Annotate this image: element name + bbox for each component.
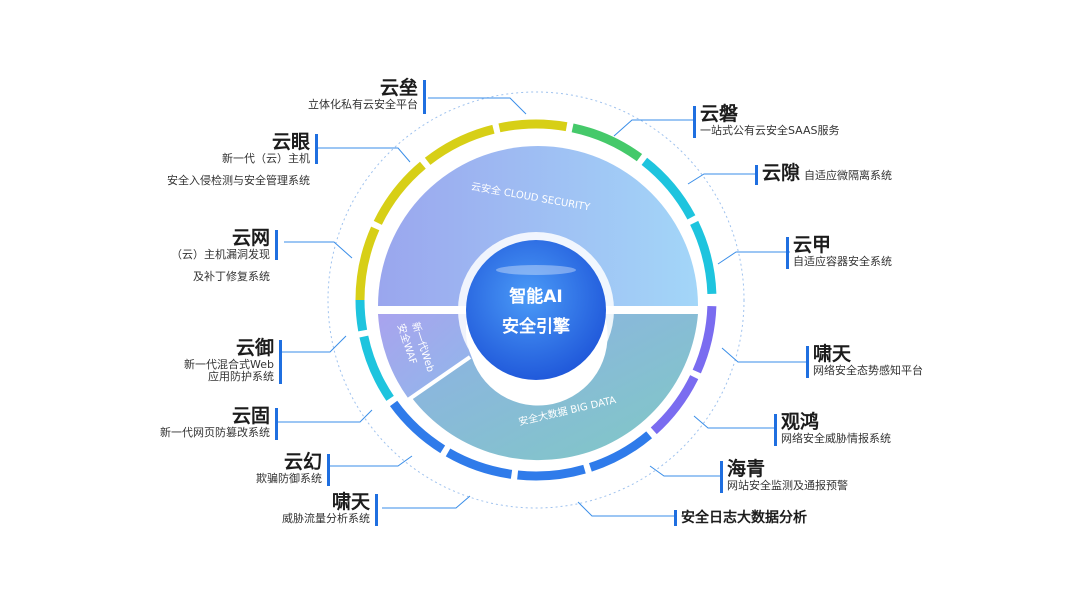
label-subtitle: 一站式公有云安全SAAS服务 [700, 123, 840, 137]
label-title: 云垒 [379, 77, 418, 99]
label-title: 云固 [231, 405, 270, 427]
label-subtitle: 立体化私有云安全平台 [308, 97, 418, 111]
label-subtitle: 新一代混合式Web [184, 357, 274, 371]
label-subtitle: 网络安全态势感知平台 [813, 363, 923, 377]
label-title: 啸天 [813, 343, 852, 365]
label-subtitle: （云）主机漏洞发现 [171, 247, 270, 261]
accent-bar [786, 237, 789, 269]
accent-bar [275, 230, 278, 260]
connector-line [382, 495, 471, 509]
label-subtitle-2: 及补丁修复系统 [193, 269, 270, 283]
core-glow [496, 265, 576, 275]
connector-line [687, 173, 758, 185]
label-subtitle: 网络安全威胁情报系统 [781, 431, 891, 445]
label-title: 观鸿 [781, 411, 820, 433]
label-subtitle: 欺骗防御系统 [256, 471, 322, 485]
accent-bar [275, 408, 278, 440]
label-yunhuan[interactable]: 云幻 欺骗防御系统 [256, 451, 330, 486]
label-yunjia[interactable]: 云甲 自适应容器安全系统 [786, 234, 892, 269]
sector-divider [403, 355, 472, 404]
cloud-security-sector [378, 146, 698, 306]
ring-segment [641, 157, 696, 220]
accent-bar [315, 134, 318, 164]
label-yunwang[interactable]: 云网 （云）主机漏洞发现 及补丁修复系统 [171, 227, 278, 283]
label-haiqing[interactable]: 海青 网站安全监测及通报预警 [720, 458, 848, 493]
ring-segment [517, 464, 586, 481]
connector-line [577, 501, 676, 517]
accent-bar [774, 414, 777, 446]
label-title: 海青 [727, 458, 766, 480]
accent-bar [674, 510, 677, 526]
core-title-line1: 智能AI [509, 286, 562, 307]
label-subtitle: 自适应容器安全系统 [793, 254, 892, 268]
accent-bar [279, 340, 282, 384]
label-subtitle: 威胁流量分析系统 [282, 511, 370, 525]
label-yunxi[interactable]: 云隙自适应微隔离系统 [755, 162, 893, 185]
connector-line [280, 335, 347, 353]
label-subtitle: 新一代（云）主机 [222, 151, 310, 165]
label-title: 云眼 [271, 131, 310, 153]
connector-lines [278, 97, 808, 517]
ring-segment [355, 226, 380, 301]
ring-segment [424, 124, 495, 165]
ring-segment [571, 123, 643, 162]
ring-segment [588, 431, 653, 472]
big-data-sector [412, 314, 698, 461]
label-log-bigdata[interactable]: 安全日志大数据分析 [674, 508, 807, 526]
label-title: 云甲 [793, 234, 832, 256]
connector-line [613, 119, 696, 137]
label-subtitle-2: 安全入侵检测与安全管理系统 [167, 173, 310, 187]
ring-segment [690, 220, 717, 295]
label-title: 安全日志大数据分析 [681, 510, 807, 526]
accent-bar [423, 80, 426, 114]
label-title: 云网 [231, 227, 270, 249]
accent-bar [755, 165, 758, 185]
label-guanhong[interactable]: 观鸿 网络安全威胁情报系统 [774, 411, 891, 446]
accent-bar [375, 494, 378, 526]
label-title: 云御 [235, 337, 274, 359]
accent-bar [720, 461, 723, 493]
label-yunpan[interactable]: 云磐 一站式公有云安全SAAS服务 [693, 103, 840, 138]
accent-bar [327, 454, 330, 486]
label-subtitle: 自适应微隔离系统 [804, 169, 893, 182]
ring-segment [498, 119, 568, 133]
connector-line [330, 455, 413, 467]
core-circle [466, 240, 606, 380]
connector-line [693, 415, 776, 429]
label-title: 云隙 [762, 162, 801, 184]
ring-segment [359, 335, 394, 401]
outer-dotted-circle [327, 91, 745, 509]
label-subtitle: 网站安全监测及通报预警 [727, 478, 848, 492]
label-subtitle-2: 应用防护系统 [208, 369, 274, 383]
ring-segment [650, 375, 699, 435]
waf-sector [378, 314, 472, 398]
outer-ring [355, 119, 717, 481]
connector-line [717, 251, 790, 265]
ring-segment [355, 299, 368, 332]
connector-line [428, 97, 527, 115]
ring-segment [373, 161, 426, 225]
ring-segment [692, 305, 717, 374]
connector-line [721, 347, 808, 363]
label-title: 云磐 [700, 103, 739, 125]
label-yunyu[interactable]: 云御 新一代混合式Web 应用防护系统 [184, 337, 282, 384]
connector-line [649, 465, 722, 477]
label-xiaotian-right[interactable]: 啸天 网络安全态势感知平台 [806, 343, 923, 378]
accent-bar [693, 106, 696, 138]
accent-bar [806, 346, 809, 378]
connector-line [284, 241, 353, 259]
connector-line [318, 147, 411, 163]
label-yungu[interactable]: 云固 新一代网页防篡改系统 [160, 405, 278, 440]
label-title: 啸天 [331, 491, 370, 513]
label-title: 云幻 [283, 451, 322, 473]
core-title-line2: 安全引擎 [502, 316, 571, 337]
label-subtitle: 新一代网页防篡改系统 [160, 425, 270, 439]
label-yunyan[interactable]: 云眼 新一代（云）主机 安全入侵检测与安全管理系统 [167, 131, 318, 187]
label-xiaotian-left[interactable]: 啸天 威胁流量分析系统 [282, 491, 378, 526]
label-yunlei[interactable]: 云垒 立体化私有云安全平台 [308, 77, 426, 114]
connector-line [278, 409, 373, 423]
ring-segment [445, 448, 513, 479]
ring-segment [389, 400, 446, 454]
